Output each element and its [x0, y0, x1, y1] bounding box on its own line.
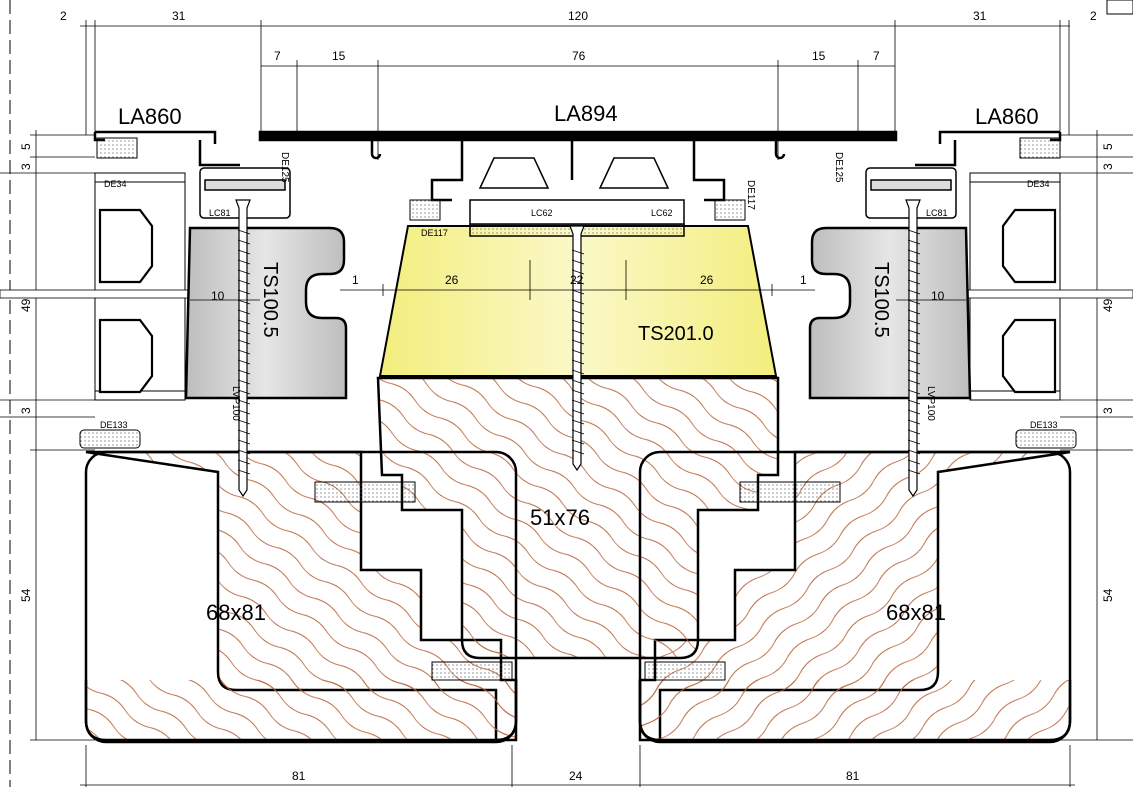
label-de117-left: DE117	[421, 228, 448, 238]
timber-lower-left-body	[84, 680, 518, 742]
dim-2-right: 2	[1090, 9, 1097, 23]
dim-81-left: 81	[292, 769, 306, 783]
cap-profile-right	[915, 130, 1062, 167]
label-de133-right: DE133	[1030, 420, 1058, 430]
insulation-ts100-left	[184, 226, 348, 400]
dim-120: 120	[568, 9, 588, 23]
bottom-dimensions	[80, 745, 1075, 787]
dim-1-right: 1	[800, 273, 807, 287]
clip-housings-center	[469, 157, 685, 225]
dim-54-right: 54	[1101, 588, 1115, 602]
label-lvp100-right: LVP100	[925, 386, 936, 421]
label-de117-right: DE117	[745, 180, 756, 210]
screw-threads	[237, 229, 921, 475]
dim-3-bottom-left: 3	[19, 407, 33, 414]
cap-profile-center	[258, 130, 898, 202]
dim-49-left: 49	[19, 298, 33, 312]
label-lc81-left: LC81	[209, 208, 231, 218]
dim-49-right: 49	[1101, 298, 1115, 312]
dim-3-top-right: 3	[1101, 163, 1115, 170]
dim-10-right: 10	[931, 289, 945, 303]
dim-31-left: 31	[172, 9, 186, 23]
label-ts100-left: TS100.5	[259, 262, 281, 338]
glass-pane-left	[0, 172, 191, 401]
dim-31-right: 31	[973, 9, 987, 23]
corner-box	[1106, 0, 1133, 15]
label-la860-right: LA860	[975, 104, 1039, 129]
dim-7-left: 7	[274, 49, 281, 63]
dim-15-left: 15	[332, 49, 346, 63]
side-dimension-lines	[0, 130, 1133, 741]
dim-81-right: 81	[846, 769, 860, 783]
label-de34-right: DE34	[1027, 179, 1050, 189]
label-timber-right: 68x81	[886, 600, 946, 625]
dim-22: 22	[570, 273, 584, 287]
cap-profile-left	[93, 130, 240, 167]
dim-76: 76	[572, 49, 586, 63]
label-de34-left: DE34	[104, 179, 127, 189]
label-ts100-right: TS100.5	[870, 262, 892, 338]
label-lvp100-left: LVP100	[230, 386, 241, 421]
label-timber-center: 51x76	[530, 505, 590, 530]
timber-lower-right-body	[638, 680, 1072, 742]
label-de133-left: DE133	[100, 420, 128, 430]
clip-housings-side	[199, 167, 957, 219]
gaskets	[79, 199, 1077, 681]
label-timber-left: 68x81	[206, 600, 266, 625]
insulation-ts100-right	[808, 226, 972, 400]
timber-lower-right	[638, 450, 1072, 744]
glass-pane-right	[964, 172, 1133, 401]
timber-lower-left	[84, 450, 518, 744]
screws	[235, 199, 921, 498]
dim-26-left: 26	[445, 273, 459, 287]
dim-10-left: 10	[211, 289, 225, 303]
label-la894: LA894	[554, 101, 618, 126]
timber-beam-center	[376, 376, 780, 660]
label-la860-left: LA860	[118, 104, 182, 129]
dim-1-left: 1	[352, 273, 359, 287]
label-lc81-right: LC81	[926, 208, 948, 218]
dim-5-left: 5	[19, 143, 33, 150]
label-de125-right: DE125	[833, 152, 844, 183]
dim-24: 24	[569, 769, 583, 783]
dim-5-right: 5	[1101, 143, 1115, 150]
label-lc62-left: LC62	[531, 208, 553, 218]
dim-7-right: 7	[873, 49, 880, 63]
label-de125-left: DE125	[279, 152, 290, 183]
dim-54-left: 54	[19, 588, 33, 602]
label-ts201: TS201.0	[638, 323, 714, 345]
label-lc62-right: LC62	[651, 208, 673, 218]
dim-3-bottom-right: 3	[1101, 407, 1115, 414]
top-dimensions	[80, 20, 1070, 160]
dim-2-left: 2	[60, 9, 67, 23]
dim-15-right: 15	[812, 49, 826, 63]
mid-dimensions	[190, 260, 966, 301]
dim-3-top-left: 3	[19, 163, 33, 170]
dim-26-right: 26	[700, 273, 714, 287]
